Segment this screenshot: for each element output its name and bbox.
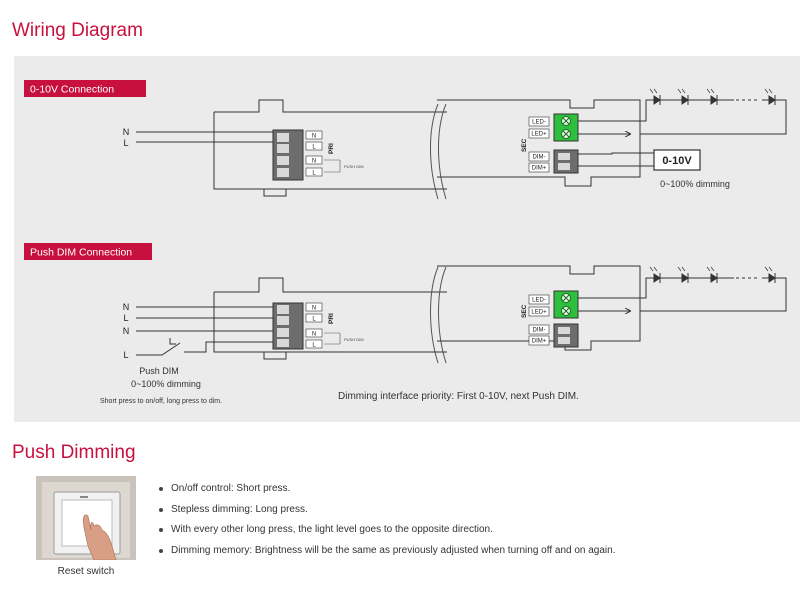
sec2-label-dim-minus: DIM-: [533, 328, 546, 334]
pri2-label-l2: L: [312, 343, 316, 349]
sec2-label-led-minus: LED-: [532, 298, 546, 304]
led-icon-4: [764, 88, 776, 105]
push-dimming-list: On/off control: Short press. Stepless di…: [158, 482, 616, 564]
input2-label-n2: N: [123, 326, 130, 336]
push-dim-caption: Push DIM: [139, 366, 179, 376]
pri-label-l2: L: [312, 171, 316, 177]
led-icon-2: [677, 88, 689, 105]
input-label-l: L: [123, 138, 128, 148]
sec-label-dim-plus: DIM+: [532, 166, 547, 172]
pri-labels-2: N L N L: [305, 302, 323, 349]
sec2-label-dim-plus: DIM+: [532, 339, 547, 345]
led-chain: [640, 88, 787, 135]
push-dim-small: PUSH DIM: [344, 164, 364, 169]
section-label-bg-2: [24, 243, 152, 260]
push-dim-small-2: PUSH DIM: [344, 337, 364, 342]
reset-switch-photo: [36, 476, 136, 561]
section-label-bg: [24, 80, 146, 97]
reset-switch-caption: Reset switch: [57, 566, 115, 577]
dim-caption: 0~100% dimming: [660, 179, 730, 189]
section-label-0-10v: 0-10V Connection: [30, 84, 114, 96]
wiring-diagram-svg: 0-10V Connection N L N: [24, 80, 787, 405]
led-icon-5: [649, 266, 661, 283]
input2-label-l: L: [123, 313, 128, 323]
dim-terminal-gray: [553, 149, 579, 174]
list-item: On/off control: Short press.: [158, 482, 616, 503]
led-icon-3: [706, 88, 718, 105]
sec-labels: LED- LED+ DIM- DIM+: [528, 116, 550, 173]
sec-labels-2: LED- LED+ DIM- DIM+: [528, 294, 550, 346]
sec-title: SEC: [521, 138, 528, 152]
sec-label-led-minus: LED-: [532, 120, 546, 126]
pri2-label-l: L: [312, 317, 316, 323]
wiring-panel: 0-10V Connection N L N: [14, 56, 800, 422]
input-lines: [136, 131, 276, 143]
pri-title-2: PRI: [328, 313, 335, 324]
pri-terminal-block: [272, 129, 304, 181]
led-icon-6: [677, 266, 689, 283]
input-lines-2: [136, 306, 276, 356]
reset-switch-image: [36, 476, 136, 561]
pri-title: PRI: [328, 143, 335, 154]
input2-label-n: N: [123, 302, 130, 312]
pri-label-l: L: [312, 145, 316, 151]
output-wires-2: [578, 277, 654, 311]
led-terminal-green-2: [553, 290, 579, 319]
dim-terminal-gray-2: [553, 323, 579, 348]
input2-label-l2: L: [123, 350, 128, 360]
led-terminal-green: [553, 113, 579, 142]
pri-label-n2: N: [312, 159, 316, 165]
pri-labels: N L N L: [305, 130, 323, 177]
pri-label-n: N: [312, 134, 316, 140]
pri-terminal-block-2: [272, 302, 304, 350]
sec2-label-led-plus: LED+: [531, 310, 547, 316]
section-label-push-dim: Push DIM Connection: [30, 247, 132, 259]
pri2-label-n: N: [312, 306, 316, 312]
list-item: Stepless dimming: Long press.: [158, 503, 616, 524]
driver-housing-2: [213, 265, 641, 364]
section-push-dim: Push DIM Connection N L N L: [24, 243, 787, 405]
list-item: Dimming memory: Brightness will be the s…: [158, 544, 616, 565]
push-dim-range: 0~100% dimming: [131, 379, 201, 389]
driver-housing: [213, 99, 641, 200]
output-wires: [578, 99, 654, 167]
input-label-n: N: [123, 127, 130, 137]
dim-box-0-10v: [653, 149, 701, 171]
priority-note: Dimming interface priority: First 0-10V,…: [338, 391, 579, 402]
push-dim-note: Short press to on/off, long press to dim…: [100, 398, 222, 405]
sec-label-led-plus: LED+: [531, 132, 547, 138]
push-dimming-title: Push Dimming: [12, 442, 136, 463]
list-item: With every other long press, the light l…: [158, 523, 616, 544]
pri2-label-n2: N: [312, 332, 316, 338]
sec-title-2: SEC: [521, 304, 528, 318]
sec-label-dim-minus: DIM-: [533, 155, 546, 161]
wiring-diagram-title: Wiring Diagram: [12, 20, 143, 41]
led-icon-8: [764, 266, 776, 283]
led-icon-7: [706, 266, 718, 283]
section-0-10v: 0-10V Connection N L N: [24, 80, 787, 200]
dim-box-label: 0-10V: [662, 155, 692, 167]
led-chain-2: [640, 266, 787, 312]
led-icon-1: [649, 88, 661, 105]
